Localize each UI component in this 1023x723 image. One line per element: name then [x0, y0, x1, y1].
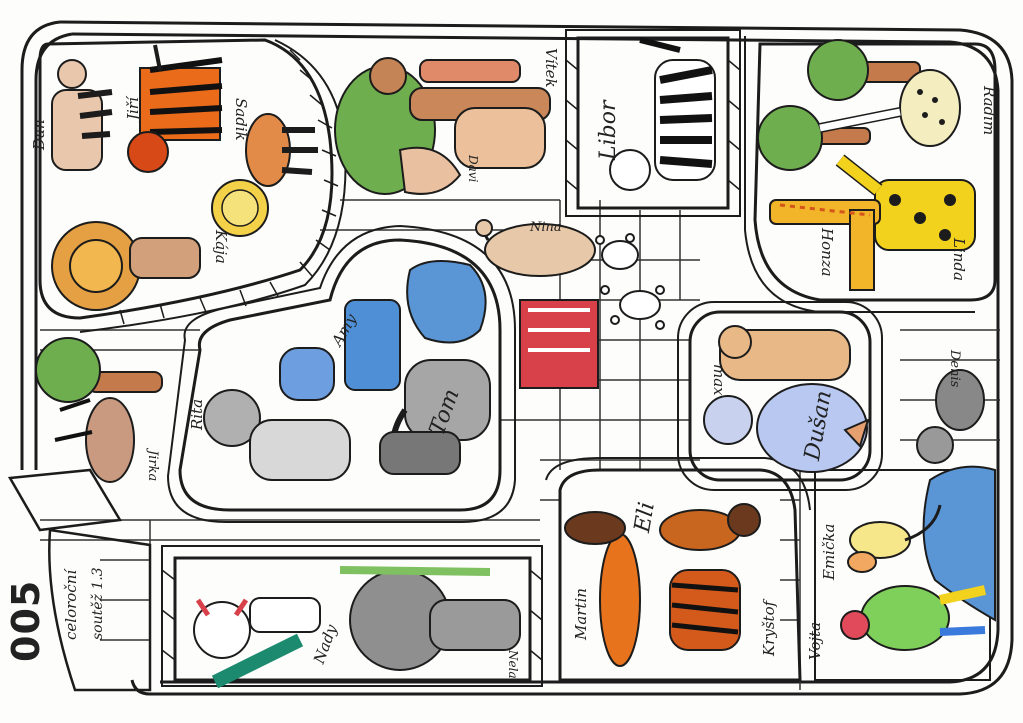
enclosure-lions — [38, 38, 334, 320]
animal-cat-davi — [398, 107, 546, 195]
label-emicka: Emička — [820, 523, 838, 580]
animal-giraffe-honza — [769, 199, 881, 291]
contest-text-line2: soutěž 1.3 — [90, 567, 106, 640]
animal-lion-big — [51, 221, 201, 311]
label-dan: Dan — [30, 119, 48, 150]
animal-donkey — [379, 431, 461, 475]
label-martin: Martin — [572, 588, 590, 640]
pond-elephant — [406, 260, 487, 344]
animal-porcupine-denis — [916, 369, 985, 464]
animal-elephant-rita — [203, 389, 351, 481]
label-radim: Radim — [980, 86, 998, 136]
animal-orange-creature-jiri — [127, 44, 223, 173]
label-nela: Nela — [506, 650, 520, 679]
enclosure-giraffes — [753, 42, 997, 302]
animal-zebra-libor — [609, 37, 716, 191]
animal-kangaroo-jirka — [54, 397, 135, 483]
animal-lion-kaja — [211, 179, 269, 237]
label-nina: Nina — [530, 220, 562, 235]
label-libor: Libor — [596, 100, 621, 161]
animal-camel-max — [718, 325, 851, 381]
enclosure-zebra — [576, 36, 730, 210]
enclosure-birds — [814, 469, 991, 681]
contest-text-line1: celoroční — [62, 569, 80, 640]
animal-cat-dan — [51, 59, 113, 171]
animal-ostrich-nina — [475, 219, 596, 277]
bench-red — [519, 299, 599, 389]
label-rita: Rita — [188, 398, 206, 430]
animal-fox-martin — [564, 511, 641, 667]
label-eli: Eli — [630, 500, 660, 535]
label-krystof: Kryštof — [760, 600, 778, 656]
animal-bear-dusan — [703, 383, 870, 473]
animal-horse-amy — [279, 299, 401, 401]
tree-left — [35, 337, 163, 403]
label-max: max — [710, 364, 728, 396]
label-kaja: Kája — [212, 230, 230, 264]
label-jiri: Jiří — [124, 97, 142, 120]
animal-parrot-vojta — [840, 585, 987, 651]
trees-giraffe-enclosure — [757, 39, 921, 171]
animal-monkey-vitek — [369, 57, 521, 95]
label-davi: Davi — [466, 155, 480, 183]
enclosure-monkeys — [558, 468, 802, 682]
label-vitek: Vítek — [542, 48, 560, 88]
animal-flamingo-emicka — [847, 504, 942, 573]
animal-monkey-eli — [659, 503, 761, 551]
animal-giraffe-linda — [835, 154, 976, 251]
entrance-gate — [7, 468, 152, 692]
enclosure-rhino — [173, 556, 532, 682]
label-linda: Linda — [950, 238, 968, 281]
animal-lion-sadik — [245, 113, 318, 187]
label-sadik: Sadik — [232, 98, 250, 141]
label-vojta: Vojta — [806, 621, 824, 660]
label-denis: Denis — [947, 350, 962, 388]
enclosure-elephants — [178, 238, 502, 512]
label-honza: Honza — [818, 228, 836, 277]
animal-giraffe-radim — [819, 69, 961, 147]
animal-rhino-nela — [339, 566, 521, 671]
enclosure-camels — [688, 310, 872, 482]
animal-tiger-krystof — [669, 569, 741, 651]
label-jirka: Jirka — [145, 450, 160, 482]
animal-dog-nady — [193, 597, 321, 689]
picnic-tables — [595, 233, 665, 330]
stamp-number: 005 — [4, 579, 48, 662]
